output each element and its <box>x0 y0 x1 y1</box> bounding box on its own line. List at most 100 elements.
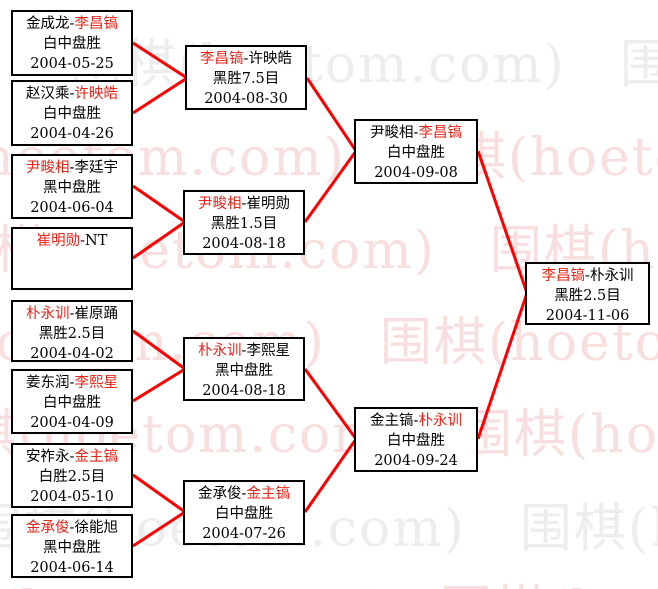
match-players: 金承俊-徐能旭 <box>13 518 131 538</box>
match-result: 黑中盘胜 <box>43 180 101 196</box>
dash-separator: - <box>413 125 419 141</box>
match-box-r1m3: 尹畯相-李廷宇 黑中盘胜 2004-06-04 <box>11 154 133 219</box>
player-name: NT <box>85 233 108 249</box>
match-players: 李昌镐-朴永训 <box>527 266 648 286</box>
player-name: 朴永训 <box>26 306 70 322</box>
dash-separator: - <box>241 196 247 212</box>
match-date: 2004-11-06 <box>545 308 630 324</box>
player-name: 李熙星 <box>74 375 118 391</box>
match-box-r1m1: 金成龙-李昌镐 白中盘胜 2004-05-25 <box>11 10 133 76</box>
match-players: 尹畯相-李昌镐 <box>356 123 476 143</box>
match-box-r1m8: 金承俊-徐能旭 黑中盘胜 2004-06-14 <box>11 514 133 578</box>
player-name: 金承俊 <box>26 520 70 536</box>
match-players: 姜东润-李熙星 <box>13 373 131 393</box>
match-players: 尹畯相-崔明勋 <box>185 194 303 214</box>
match-box-r1m2: 赵汉乘-许映皓 白中盘胜 2004-04-26 <box>11 80 133 146</box>
player-name: 崔明勋 <box>246 196 290 212</box>
player-name: 李昌镐 <box>418 125 462 141</box>
player-name: 李昌镐 <box>74 16 118 32</box>
match-result: 白中盘胜 <box>387 145 445 161</box>
match-date: 2004-05-10 <box>30 489 114 505</box>
player-name: 金主镐 <box>74 449 118 465</box>
match-date: 2004-08-18 <box>202 383 286 399</box>
match-date: 2004-05-25 <box>30 56 114 72</box>
dash-separator: - <box>243 51 249 67</box>
match-box-r1m5: 朴永训-崔原踊 黑胜2.5目 2004-04-02 <box>11 300 133 362</box>
match-date: 2004-06-14 <box>30 560 114 576</box>
match-date: 2004-09-08 <box>374 165 458 181</box>
player-name: 尹畯相 <box>370 125 414 141</box>
match-players: 安祚永-金主镐 <box>13 447 131 467</box>
match-players: 崔明勋-NT <box>13 231 131 251</box>
match-result: 黑胜1.5目 <box>210 216 278 232</box>
dash-separator: - <box>241 343 247 359</box>
dash-separator: - <box>69 306 75 322</box>
player-name: 安祚永 <box>26 449 70 465</box>
match-date: 2004-09-24 <box>374 453 458 469</box>
match-result: 白中盘胜 <box>43 395 101 411</box>
match-result: 白胜2.5目 <box>38 469 106 485</box>
match-box-r2m3: 朴永训-李熙星 黑中盘胜 2004-08-18 <box>183 337 305 401</box>
match-box-final: 李昌镐-朴永训 黑胜2.5目 2004-11-06 <box>525 262 650 325</box>
player-name: 朴永训 <box>589 268 634 284</box>
player-name: 李廷宇 <box>74 160 118 176</box>
player-name: 金主镐 <box>246 486 290 502</box>
match-players: 金主镐-朴永训 <box>356 411 476 431</box>
player-name: 尹畯相 <box>198 196 242 212</box>
player-name: 许映皓 <box>74 86 118 102</box>
match-box-r2m1: 李昌镐-许映皓 黑胜7.5目 2004-08-30 <box>185 45 307 110</box>
dash-separator: - <box>69 160 75 176</box>
match-players: 尹畯相-李廷宇 <box>13 158 131 178</box>
match-players: 金承俊-金主镐 <box>185 484 303 504</box>
dash-separator: - <box>69 86 75 102</box>
dash-separator: - <box>69 449 75 465</box>
match-players: 李昌镐-许映皓 <box>187 49 305 69</box>
match-date: 2004-04-09 <box>30 415 114 431</box>
match-players: 赵汉乘-许映皓 <box>13 84 131 104</box>
dash-separator: - <box>69 520 75 536</box>
player-name: 金主镐 <box>370 413 414 429</box>
match-players: 朴永训-李熙星 <box>185 341 303 361</box>
match-box-r1m7: 安祚永-金主镐 白胜2.5目 2004-05-10 <box>11 443 133 508</box>
match-date: 2004-04-02 <box>30 346 114 362</box>
match-date: 2004-06-04 <box>30 200 114 216</box>
match-result: 黑胜2.5目 <box>38 326 106 342</box>
match-box-r2m4: 金承俊-金主镐 白中盘胜 2004-07-26 <box>183 480 305 545</box>
match-result: 白中盘胜 <box>387 433 445 449</box>
match-players: 金成龙-李昌镐 <box>13 14 131 34</box>
player-name: 崔原踊 <box>74 306 118 322</box>
match-result: 黑中盘胜 <box>215 363 273 379</box>
match-date: 2004-08-18 <box>202 236 286 252</box>
player-name: 尹畯相 <box>26 160 70 176</box>
dash-separator: - <box>69 16 75 32</box>
watermark-text: 围棋(hoetom.com) 围棋(hoetom.com) <box>0 568 658 589</box>
match-date: 2004-04-26 <box>30 126 114 142</box>
match-result: 黑胜7.5目 <box>212 71 280 87</box>
player-name: 李昌镐 <box>200 51 244 67</box>
match-box-r1m6: 姜东润-李熙星 白中盘胜 2004-04-09 <box>11 369 133 434</box>
match-players: 朴永训-崔原踊 <box>13 304 131 324</box>
player-name: 姜东润 <box>26 375 70 391</box>
player-name: 崔明勋 <box>36 233 81 249</box>
dash-separator: - <box>80 233 86 249</box>
dash-separator: - <box>69 375 75 391</box>
player-name: 朴永训 <box>198 343 242 359</box>
player-name: 金成龙 <box>26 16 70 32</box>
match-box-r2m2: 尹畯相-崔明勋 黑胜1.5目 2004-08-18 <box>183 190 305 255</box>
match-date: 2004-07-26 <box>202 526 286 542</box>
match-box-r3m2: 金主镐-朴永训 白中盘胜 2004-09-24 <box>354 407 478 472</box>
player-name: 朴永训 <box>418 413 462 429</box>
player-name: 金承俊 <box>198 486 242 502</box>
dash-separator: - <box>413 413 419 429</box>
match-result: 黑中盘胜 <box>43 540 101 556</box>
dash-separator: - <box>241 486 247 502</box>
player-name: 许映皓 <box>248 51 292 67</box>
player-name: 李熙星 <box>246 343 290 359</box>
dash-separator: - <box>585 268 590 284</box>
match-result: 黑胜2.5目 <box>554 288 621 304</box>
player-name: 李昌镐 <box>541 268 586 284</box>
player-name: 赵汉乘 <box>26 86 70 102</box>
match-box-r3m1: 尹畯相-李昌镐 白中盘胜 2004-09-08 <box>354 119 478 184</box>
